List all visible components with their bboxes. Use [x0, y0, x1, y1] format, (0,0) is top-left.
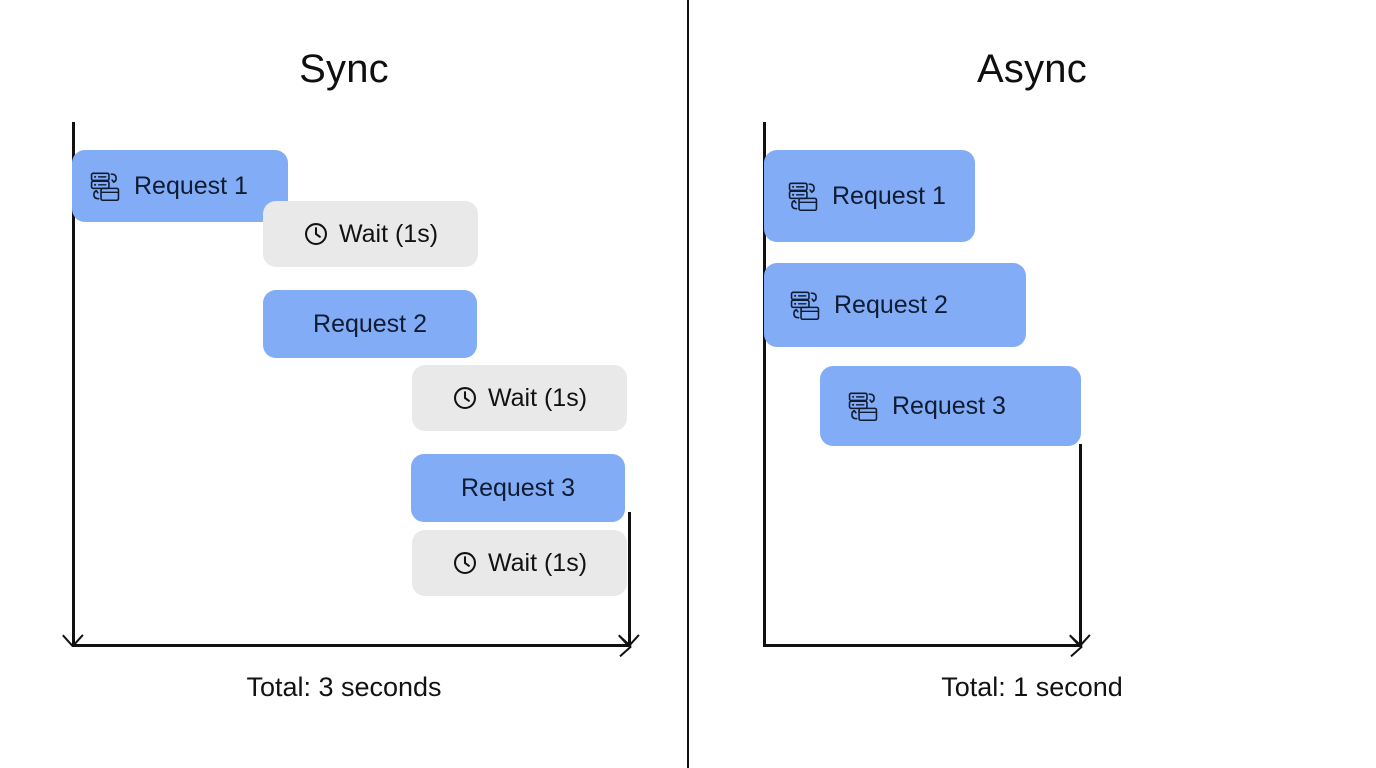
bar-label: Request 3 [461, 473, 575, 502]
async-panel-title: Async [977, 47, 1087, 91]
sync-timeline-end-axis [628, 512, 631, 646]
async-bar-request-1[interactable]: Request 1 [764, 150, 975, 242]
clock-icon [453, 552, 476, 574]
bar-label: Request 1 [134, 171, 248, 200]
async-timeline-bottom-axis [763, 644, 1081, 647]
panel-divider [687, 0, 689, 768]
async-bar-request-3[interactable]: Request 3 [820, 366, 1081, 446]
async-total-label: Total: 1 second [941, 672, 1123, 702]
bar-label: Request 1 [832, 181, 946, 210]
sync-bar-wait-1[interactable]: Wait (1s) [263, 201, 478, 267]
sync-panel-title: Sync [299, 47, 389, 91]
bar-label: Wait (1s) [487, 548, 588, 577]
sync-timeline-bottom-axis [72, 644, 630, 647]
api-request-icon [848, 392, 878, 422]
async-bar-request-2[interactable]: Request 2 [764, 263, 1026, 347]
api-request-icon [90, 172, 120, 202]
bar-label: Request 2 [313, 309, 427, 338]
async-timeline-end-axis [1079, 444, 1082, 646]
async-timeline-left-axis [763, 122, 766, 647]
bar-label: Wait (1s) [487, 383, 588, 412]
bar-label: Request 2 [834, 290, 948, 319]
sync-bar-request-2[interactable]: Request 2 [263, 290, 477, 358]
bar-label: Request 3 [892, 391, 1006, 420]
sync-bar-request-3[interactable]: Request 3 [411, 454, 625, 522]
sync-bar-request-1[interactable]: Request 1 [72, 150, 288, 222]
clock-icon [453, 387, 476, 409]
api-request-icon [790, 291, 820, 321]
sync-bar-wait-2[interactable]: Wait (1s) [412, 365, 627, 431]
sync-bar-wait-3[interactable]: Wait (1s) [412, 530, 627, 596]
api-request-icon [788, 182, 818, 212]
clock-icon [304, 223, 327, 245]
sync-timeline-left-axis [72, 122, 75, 646]
sync-total-label: Total: 3 seconds [246, 672, 442, 702]
bar-label: Wait (1s) [338, 219, 439, 248]
